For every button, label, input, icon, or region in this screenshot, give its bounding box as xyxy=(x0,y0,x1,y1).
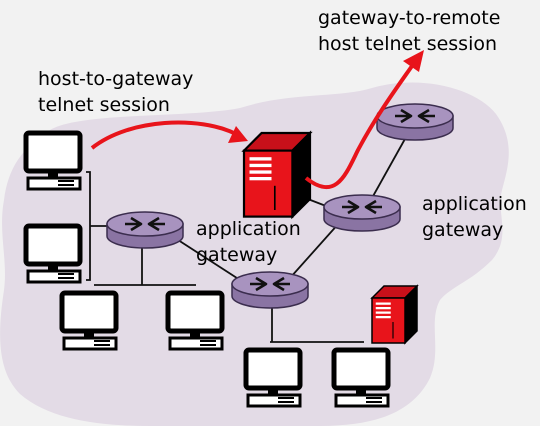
host-lower-left-icon xyxy=(62,293,116,349)
application-gateway-right-label: application gateway xyxy=(422,193,527,241)
router-left-icon xyxy=(105,210,185,250)
link-left-router-to-center-router xyxy=(174,237,241,281)
gateway-server-small-icon xyxy=(371,285,418,344)
router-center-icon xyxy=(230,270,310,310)
link-mid-router-to-top-router xyxy=(371,129,411,199)
host-mid-left-icon xyxy=(26,226,80,282)
link-center-router-to-mid-router xyxy=(289,221,341,279)
host-lower-right-icon xyxy=(168,293,222,349)
gateway-server-main-icon xyxy=(242,131,312,218)
gateway-to-remote-label: gateway-to-remote host telnet session xyxy=(318,7,501,55)
host-to-gateway-session-arrow xyxy=(90,120,248,150)
host-to-gateway-label: host-to-gateway telnet session xyxy=(38,68,194,116)
host-bottom-right-icon xyxy=(334,350,388,406)
gateway-to-remote-session-arrow xyxy=(304,50,424,190)
host-top-left-icon xyxy=(26,133,80,189)
application-gateway-center-label: application gateway xyxy=(196,218,301,266)
router-mid-icon xyxy=(322,193,402,233)
router-top-icon xyxy=(375,102,455,142)
network-links xyxy=(86,129,411,343)
host-bottom-left-icon xyxy=(246,350,300,406)
